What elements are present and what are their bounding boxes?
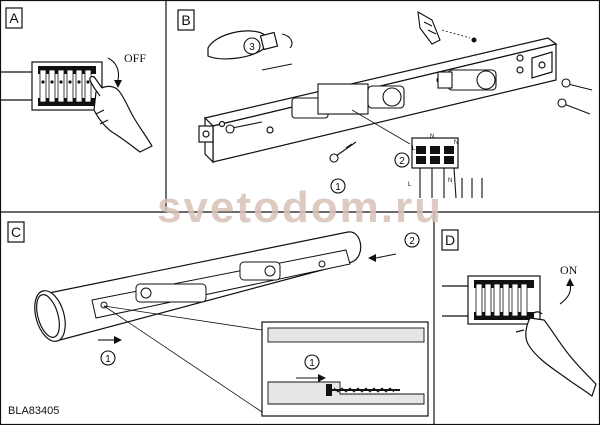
lamp-holder-right: [437, 69, 497, 91]
lamp-holder-left: [291, 83, 405, 119]
hand-d-icon: [515, 311, 597, 397]
panel-a: A: [0, 7, 153, 153]
panel-b: B: [177, 9, 593, 199]
switch-on-arrow-head: [566, 278, 574, 286]
panel-c-label-box: [7, 221, 25, 243]
plug-target-dot: [471, 37, 477, 43]
switch-off-arrow: [107, 57, 120, 81]
panel-a-label: A: [9, 10, 19, 26]
switch-off-label: OFF: [124, 51, 146, 65]
switch-on-label: ON: [560, 263, 578, 277]
switch-on-arrow: [559, 283, 572, 305]
callout-line-bottom: [103, 305, 263, 413]
slide-arrow-1-head: [114, 336, 122, 344]
breaker-panel: [31, 61, 103, 111]
switch-off-arrow-head: [114, 80, 122, 88]
wall-plug-icon: [417, 10, 441, 45]
model-code: BLA83405: [8, 405, 59, 417]
bracket-right: [531, 51, 553, 79]
screw-bottom-icon: [329, 141, 357, 163]
terminal-label-n-bottom: N: [448, 178, 452, 184]
terminal-label-l-top: L: [412, 146, 416, 152]
step-c-1-label: 1: [105, 354, 111, 365]
step-c-2-label: 2: [409, 236, 415, 247]
inner-plate: [91, 249, 351, 319]
slide-arrow-2-head: [368, 254, 376, 262]
plug-guide-line: [441, 29, 471, 39]
inset-arrow-head: [318, 374, 326, 382]
panel-c: C 2 1: [7, 221, 429, 417]
screw-icon: [225, 63, 593, 134]
slide-arrow-2: [375, 253, 397, 259]
callout-line-top: [103, 305, 263, 331]
panel-c-label: C: [11, 224, 21, 240]
step-3-label: 3: [249, 42, 255, 53]
panel-d: D ON: [441, 229, 597, 397]
panel-b-label-box: [177, 9, 195, 31]
watermark: svetodom.ru: [157, 183, 443, 232]
hand-icon: [89, 75, 153, 153]
step-1-label: 1: [335, 182, 341, 193]
panel-d-label: D: [445, 232, 455, 248]
detail-inset: 1: [261, 321, 429, 417]
rotate-arrow: [281, 33, 293, 49]
panel-d-label-box: [441, 229, 459, 251]
step-c-1-circle: [100, 350, 116, 366]
step-2-label: 2: [399, 156, 405, 167]
step-2-circle: [394, 152, 410, 168]
step-3-circle: [243, 37, 261, 55]
bracket-left: [198, 125, 214, 143]
terminal-label-l-bottom: L: [408, 182, 412, 188]
step-1-circle: [330, 178, 346, 194]
breaker-panel-d: [467, 275, 541, 325]
panel-a-label-box: [5, 7, 23, 29]
terminal-label-n-top: N: [430, 134, 434, 140]
terminal-label-n-top-right: N: [454, 140, 458, 146]
step-c-inset-circle: [304, 354, 320, 370]
terminal-detail: L N N L N: [351, 109, 483, 199]
step-c-inset-label: 1: [309, 358, 315, 369]
panel-b-label: B: [181, 12, 190, 28]
step-c-2-circle: [404, 232, 420, 248]
bulb-icon: [207, 30, 279, 60]
screw-thread: [333, 387, 395, 393]
